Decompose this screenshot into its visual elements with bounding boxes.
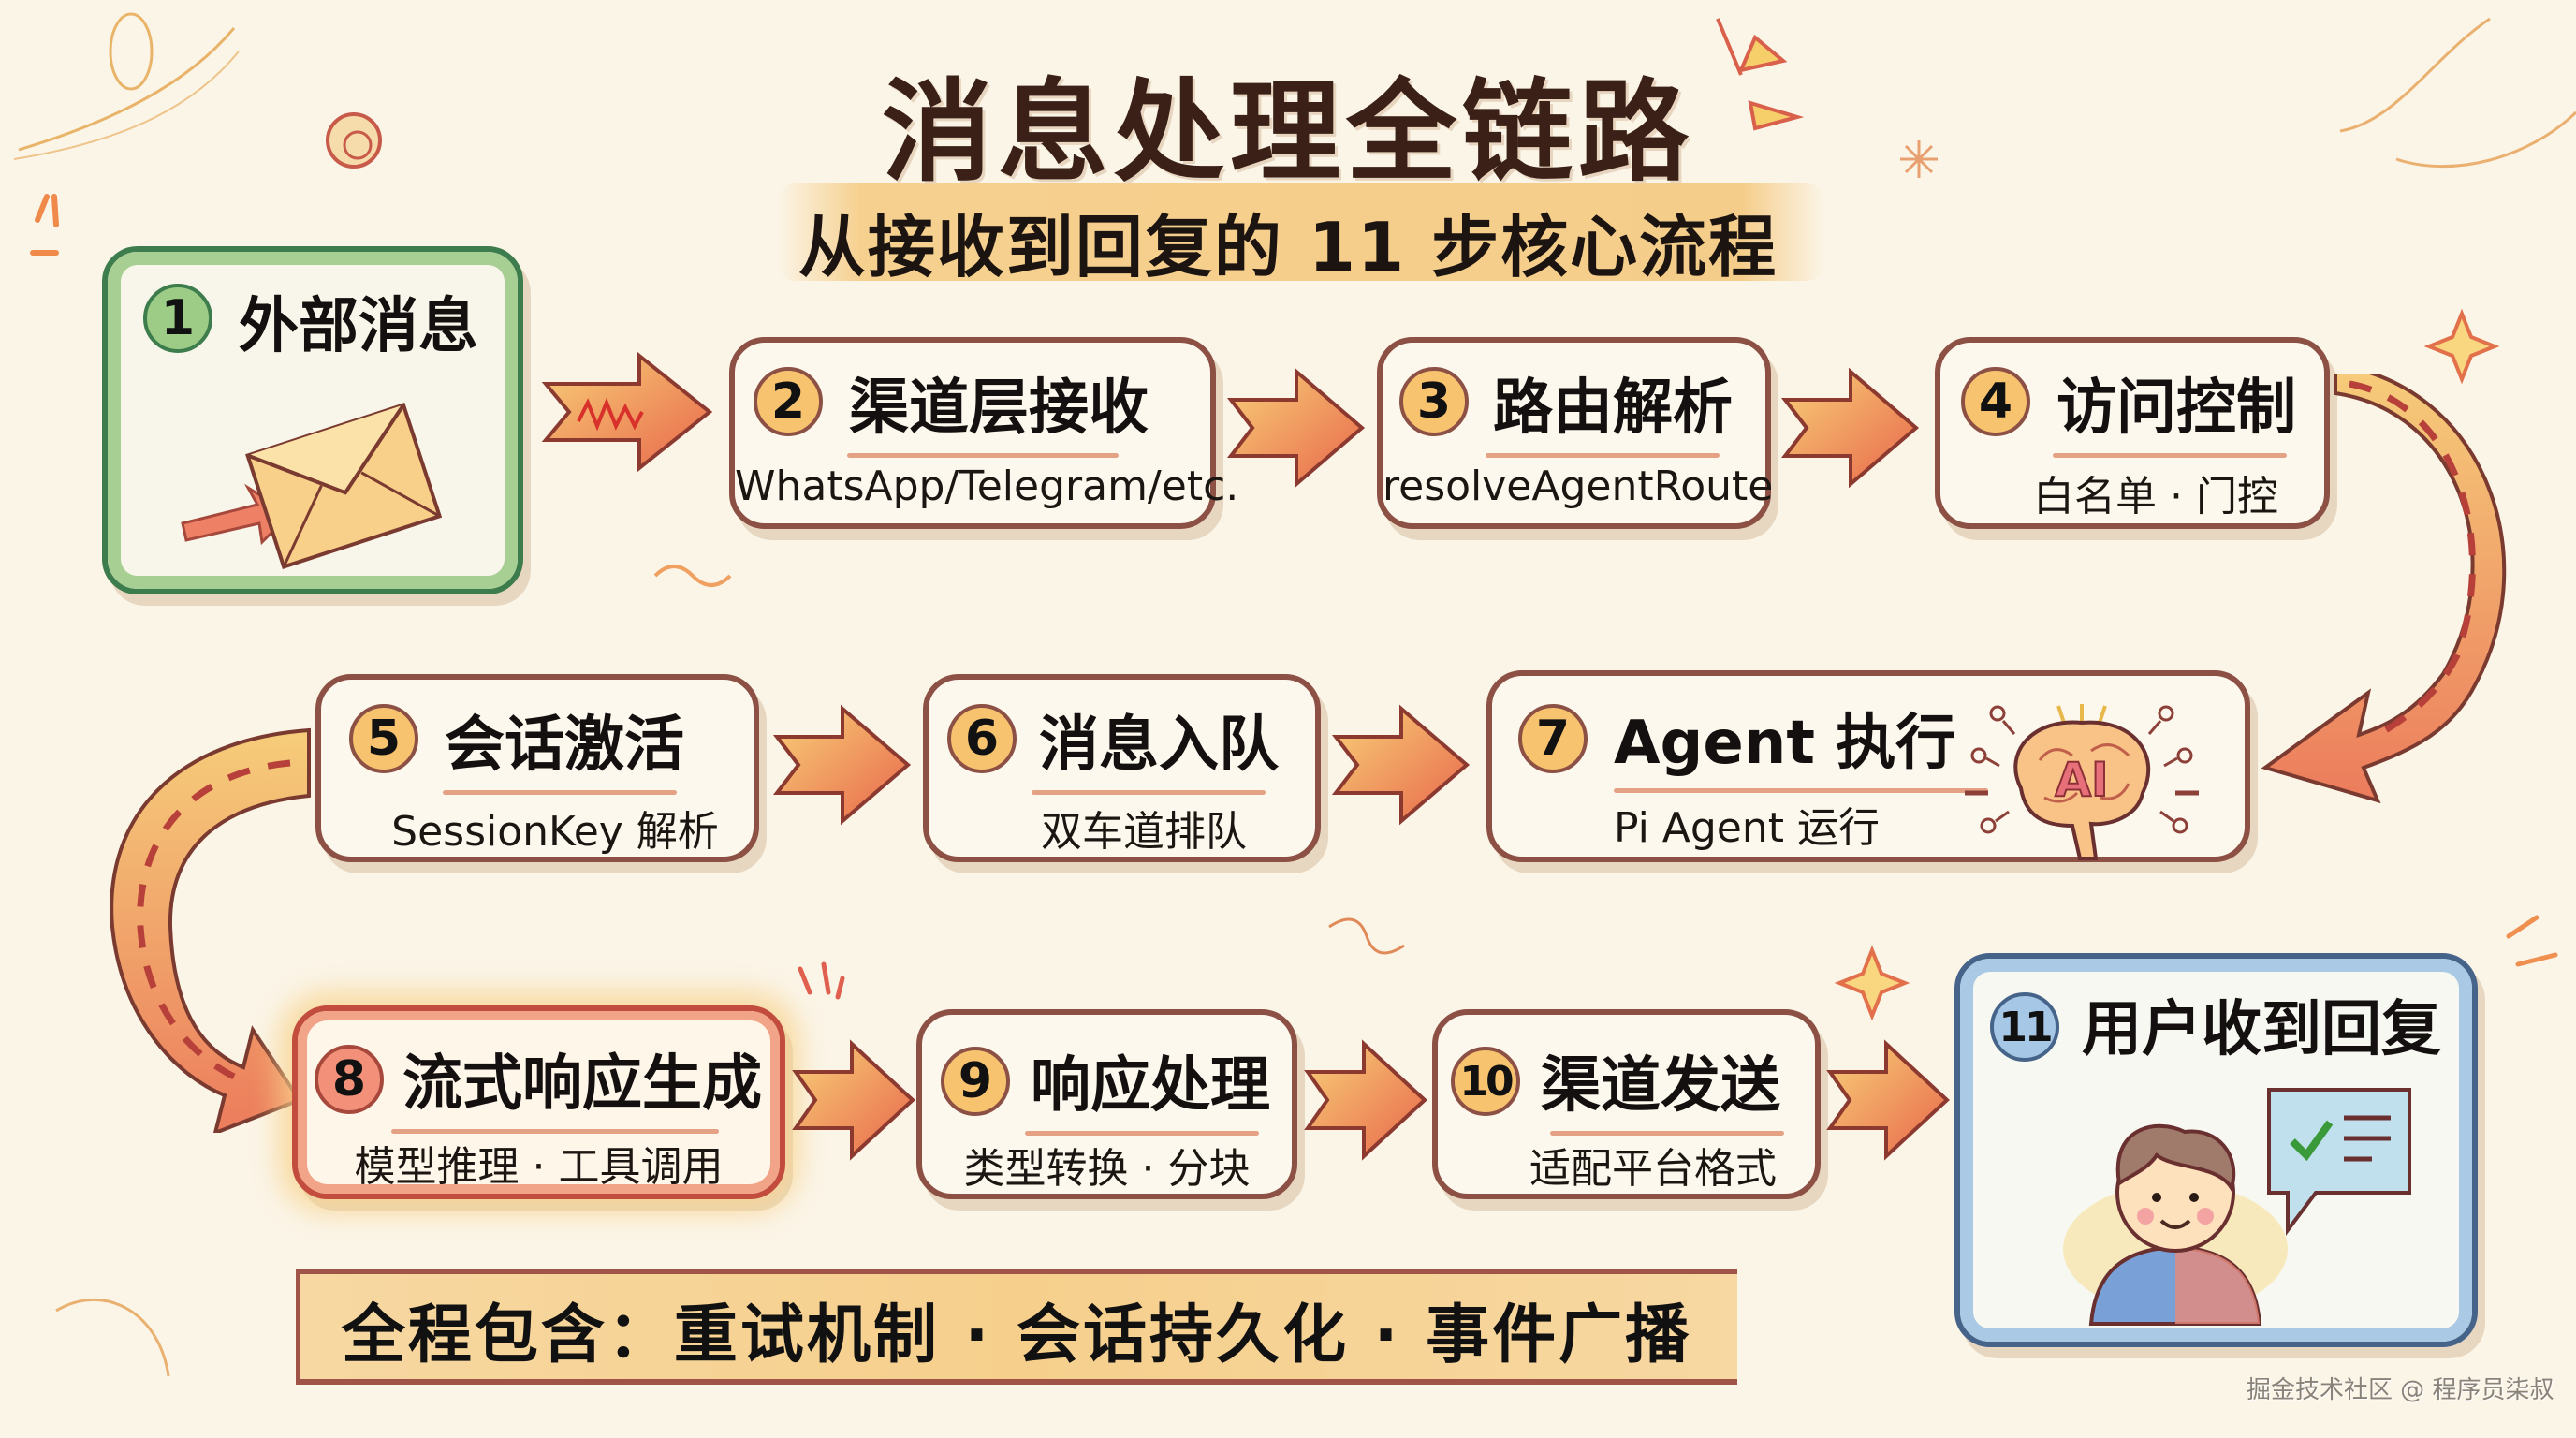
step-10-card: 10 渠道发送 适配平台格式 xyxy=(1432,1009,1821,1199)
flow-arrow-6-7 xyxy=(1331,704,1471,826)
footer-banner-text: 全程包含：重试机制 · 会话持久化 · 事件广播 xyxy=(341,1299,1692,1372)
divider xyxy=(1550,1131,1784,1136)
step-badge: 2 xyxy=(754,367,823,436)
step-title: 响应处理 xyxy=(1031,1051,1270,1121)
step-8-card: 8 流式响应生成 模型推理 · 工具调用 xyxy=(292,1005,785,1199)
flow-arrow-9-10 xyxy=(1304,1039,1427,1161)
step-badge: 1 xyxy=(143,284,212,353)
step-title: 渠道发送 xyxy=(1541,1051,1780,1121)
step-badge: 7 xyxy=(1518,704,1588,773)
ai-brain-icon: AI xyxy=(1965,704,2199,860)
step-subtitle: 模型推理 · 工具调用 xyxy=(354,1143,724,1191)
watermark: 掘金技术社区 @ 程序员柒叔 xyxy=(2247,1376,2554,1404)
page-subtitle: 从接收到回复的 11 步核心流程 xyxy=(798,208,1778,286)
step-badge: 6 xyxy=(947,704,1017,773)
step-subtitle: 双车道排队 xyxy=(1041,808,1247,856)
step-badge: 3 xyxy=(1399,367,1469,436)
divider xyxy=(391,1129,719,1134)
step-badge: 10 xyxy=(1451,1047,1520,1116)
step-badge: 11 xyxy=(1990,992,2059,1062)
step-9-card: 9 响应处理 类型转换 · 分块 xyxy=(916,1009,1297,1199)
divider xyxy=(2053,453,2287,458)
flow-arrow-2-3 xyxy=(1226,367,1366,489)
step-badge: 9 xyxy=(941,1047,1010,1116)
step-badge: 5 xyxy=(349,704,418,773)
step-subtitle: resolveAgentRoute xyxy=(1383,462,1774,510)
step-subtitle: 白名单 · 门控 xyxy=(2033,473,2278,521)
step-title: 用户收到回复 xyxy=(2082,995,2441,1064)
step-title: Agent 执行 xyxy=(1614,709,1956,778)
footer-banner xyxy=(296,1269,1737,1385)
step-6-card: 6 消息入队 双车道排队 xyxy=(923,674,1321,862)
step-4-card: 4 访问控制 白名单 · 门控 xyxy=(1935,337,2330,529)
flow-arrow-3-4 xyxy=(1780,367,1920,489)
curved-arrow-5-8 xyxy=(110,727,311,1133)
user-with-check-bubble-icon xyxy=(2063,1088,2411,1326)
flow-arrow-10-11 xyxy=(1826,1039,1950,1161)
flow-arrow-8-9 xyxy=(792,1039,915,1161)
step-7-card: 7 Agent 执行 Pi Agent 运行 AI xyxy=(1486,670,2250,862)
divider xyxy=(1486,453,1720,458)
divider xyxy=(1032,790,1266,795)
step-subtitle: WhatsApp/Telegram/etc. xyxy=(735,462,1239,510)
divider xyxy=(1614,788,1988,793)
step-title: 会话激活 xyxy=(445,711,684,780)
divider xyxy=(847,453,1119,458)
flow-arrow-1-2 xyxy=(541,351,713,473)
step-title: 渠道层接收 xyxy=(849,374,1149,443)
curved-arrow-4-7 xyxy=(2261,374,2507,804)
step-subtitle: 适配平台格式 xyxy=(1530,1145,1777,1193)
svg-text:AI: AI xyxy=(2055,753,2108,807)
step-badge: 4 xyxy=(1961,367,2030,436)
step-title: 流式响应生成 xyxy=(402,1049,762,1119)
step-11-card: 11 用户收到回复 xyxy=(1954,953,2478,1347)
step-title: 外部消息 xyxy=(239,292,478,361)
flow-arrow-5-6 xyxy=(772,704,912,826)
divider xyxy=(1025,1131,1259,1136)
step-5-card: 5 会话激活 SessionKey 解析 xyxy=(315,674,759,862)
envelope-icon xyxy=(181,402,443,569)
step-1-card: 1 外部消息 xyxy=(102,246,523,594)
step-3-card: 3 路由解析 resolveAgentRoute xyxy=(1377,337,1774,529)
page-title: 消息处理全链路 xyxy=(881,67,1694,197)
step-subtitle: 类型转换 · 分块 xyxy=(963,1145,1251,1193)
step-title: 路由解析 xyxy=(1493,374,1733,443)
step-badge: 8 xyxy=(315,1045,384,1114)
step-title: 访问控制 xyxy=(2056,374,2296,443)
divider xyxy=(443,790,677,795)
subtitle-highlight xyxy=(777,183,1825,281)
step-2-card: 2 渠道层接收 WhatsApp/Telegram/etc. xyxy=(729,337,1239,529)
step-subtitle: SessionKey 解析 xyxy=(391,808,719,856)
step-subtitle: Pi Agent 运行 xyxy=(1614,804,1881,852)
step-title: 消息入队 xyxy=(1039,711,1279,780)
